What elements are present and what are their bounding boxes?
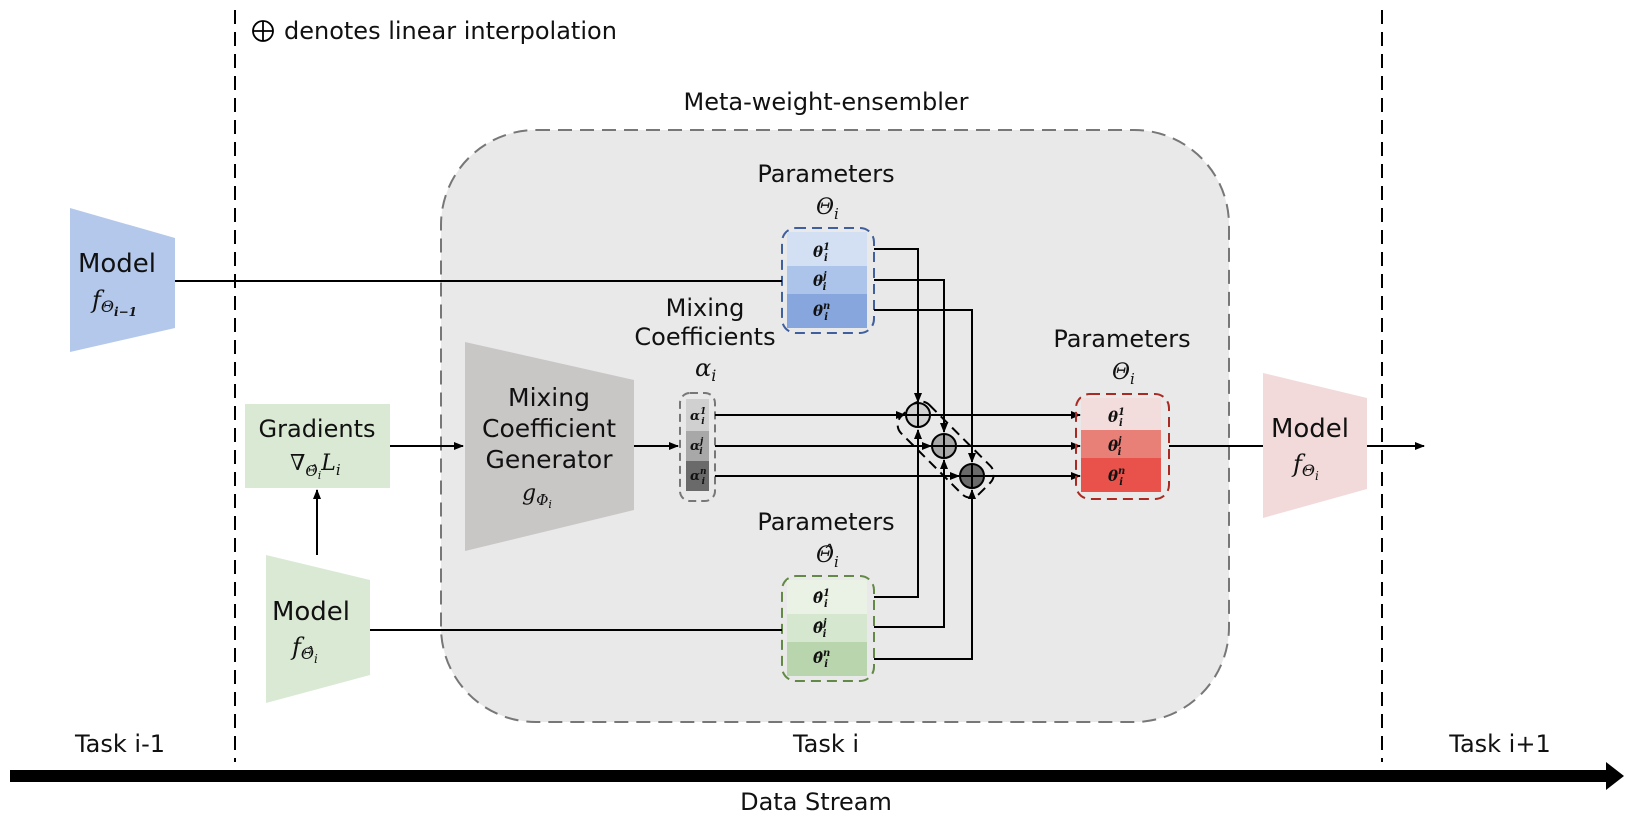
svg-text:Generator: Generator: [486, 445, 614, 474]
svg-text:θ1i: θ1i: [813, 242, 830, 264]
svg-text:αji: αji: [690, 437, 704, 457]
ensembler-title: Meta-weight-ensembler: [684, 88, 969, 116]
interpolation-node-j-icon: [931, 433, 957, 459]
interpolation-node-1-icon: [905, 402, 931, 428]
interpolation-node-n-icon: [959, 463, 985, 489]
interpolator-group-border: [896, 400, 995, 499]
alpha-cell-1: [686, 399, 709, 431]
connector-theta1-top: [874, 248, 922, 403]
svg-text:Gradients: Gradients: [259, 415, 376, 443]
data-stream-arrow: [10, 762, 1624, 790]
legend: denotes linear interpolation: [252, 17, 617, 45]
alpha-cell-j: [686, 431, 709, 461]
svg-text:αni: αni: [690, 467, 707, 487]
svg-text:θ̂ji: θ̂ji: [813, 618, 827, 640]
svg-text:Parameters: Parameters: [757, 160, 894, 188]
svg-text:Model: Model: [1271, 414, 1349, 444]
connector-thetan-top: [874, 309, 976, 463]
task-next-label: Task i+1: [1448, 730, 1550, 758]
model-prev: Model fΘi−1: [70, 208, 175, 352]
connector-thetan-bottom: [874, 489, 976, 660]
svg-text:Θi: Θi: [816, 195, 839, 223]
svg-text:αi: αi: [695, 354, 716, 385]
svg-text:θji: θji: [813, 271, 827, 293]
svg-text:Coefficients: Coefficients: [634, 323, 775, 351]
svg-text:θ̂ni: θ̂ni: [813, 648, 830, 670]
svg-text:θ1i: θ1i: [1108, 407, 1125, 429]
generator-formula: gΦi: [522, 481, 552, 511]
svg-text:θ̂1i: θ̂1i: [813, 588, 830, 610]
model-output: Model fΘi: [1263, 373, 1367, 518]
alpha-cell-n: [686, 461, 709, 491]
svg-text:Mixing: Mixing: [666, 294, 745, 322]
svg-text:θji: θji: [1108, 436, 1122, 458]
svg-text:θni: θni: [1108, 466, 1125, 488]
connector-theta1-bottom: [874, 429, 922, 598]
data-stream-label: Data Stream: [740, 788, 892, 816]
meta-weight-ensembler-box: [440, 129, 1230, 723]
connector-thetaj-bottom: [874, 459, 948, 628]
svg-text:Model: Model: [272, 597, 350, 627]
connector-thetaj-top: [874, 279, 948, 433]
task-current-label: Task i: [792, 730, 859, 758]
interpolation-symbol-icon: [252, 20, 274, 42]
legend-text: denotes linear interpolation: [284, 17, 617, 45]
svg-text:θni: θni: [813, 301, 830, 323]
svg-text:Mixing: Mixing: [508, 383, 590, 412]
svg-text:Parameters: Parameters: [1053, 325, 1190, 353]
svg-text:Coefficient: Coefficient: [482, 414, 616, 443]
gradients-box: Gradients ∇Θ̂iLi: [245, 404, 390, 488]
svg-text:α1i: α1i: [690, 407, 706, 427]
svg-text:Θi: Θi: [1112, 360, 1135, 388]
gradients-formula: ∇Θ̂iLi: [290, 451, 341, 482]
model-hat: Model fΘ̂i: [266, 555, 370, 703]
mixing-coefficient-generator: Mixing Coefficient Generator gΦi: [465, 342, 634, 551]
model-prev-title: Model: [78, 249, 156, 279]
model-hat-formula: fΘ̂i: [290, 633, 318, 666]
task-prev-label: Task i-1: [74, 730, 165, 758]
svg-text:Θ̂i: Θ̂i: [816, 543, 839, 571]
svg-text:Parameters: Parameters: [757, 508, 894, 536]
